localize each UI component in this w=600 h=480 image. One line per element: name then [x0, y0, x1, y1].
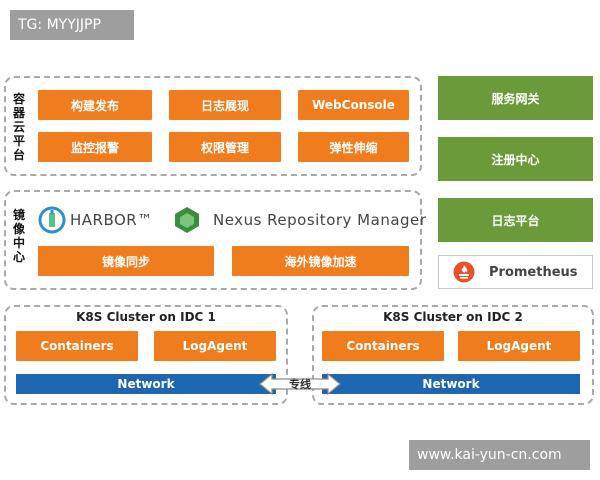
dedicated-line-arrow: [258, 372, 342, 396]
cluster-idc2-title: K8S Cluster on IDC 2: [383, 310, 523, 324]
cluster-idc1-network-bar: Network: [16, 374, 276, 394]
image-center-label: 镜像中心: [12, 208, 25, 264]
watermark-bottom: www.kai-yun-cn.com: [409, 440, 590, 470]
registry-center-box: 注册中心: [438, 137, 593, 181]
monitoring-alert-box: 监控报警: [38, 132, 152, 162]
cluster-idc2-logagent-box: LogAgent: [458, 331, 580, 361]
permission-management-box: 权限管理: [169, 132, 281, 162]
prometheus-icon: [453, 261, 475, 283]
build-release-box: 构建发布: [38, 90, 152, 120]
cluster-idc2-containers-box: Containers: [322, 331, 444, 361]
prometheus-box: Prometheus: [438, 255, 593, 289]
watermark-top: TG: MYYJJPP: [10, 10, 134, 40]
cluster-idc2-network-bar: Network: [322, 374, 580, 394]
log-display-box: 日志展现: [169, 90, 281, 120]
nexus-logo-text: Nexus Repository Manager: [213, 211, 427, 229]
log-platform-box: 日志平台: [438, 198, 593, 242]
webconsole-box: WebConsole: [298, 90, 409, 120]
prometheus-label: Prometheus: [489, 264, 578, 280]
cluster-idc1-logagent-box: LogAgent: [154, 331, 276, 361]
container-platform-label: 容器云平台: [12, 92, 25, 162]
service-gateway-box: 服务网关: [438, 76, 593, 120]
overseas-image-acceleration-box: 海外镜像加速: [232, 246, 409, 276]
nexus-logo-icon: [172, 205, 202, 235]
cluster-idc1-containers-box: Containers: [16, 331, 138, 361]
image-sync-box: 镜像同步: [38, 246, 214, 276]
harbor-logo-icon: [38, 205, 66, 235]
dedicated-line-label: 专线: [289, 378, 311, 391]
cluster-idc1-title: K8S Cluster on IDC 1: [76, 310, 216, 324]
harbor-logo-text: HARBOR™: [70, 211, 153, 229]
autoscaling-box: 弹性伸缩: [298, 132, 409, 162]
